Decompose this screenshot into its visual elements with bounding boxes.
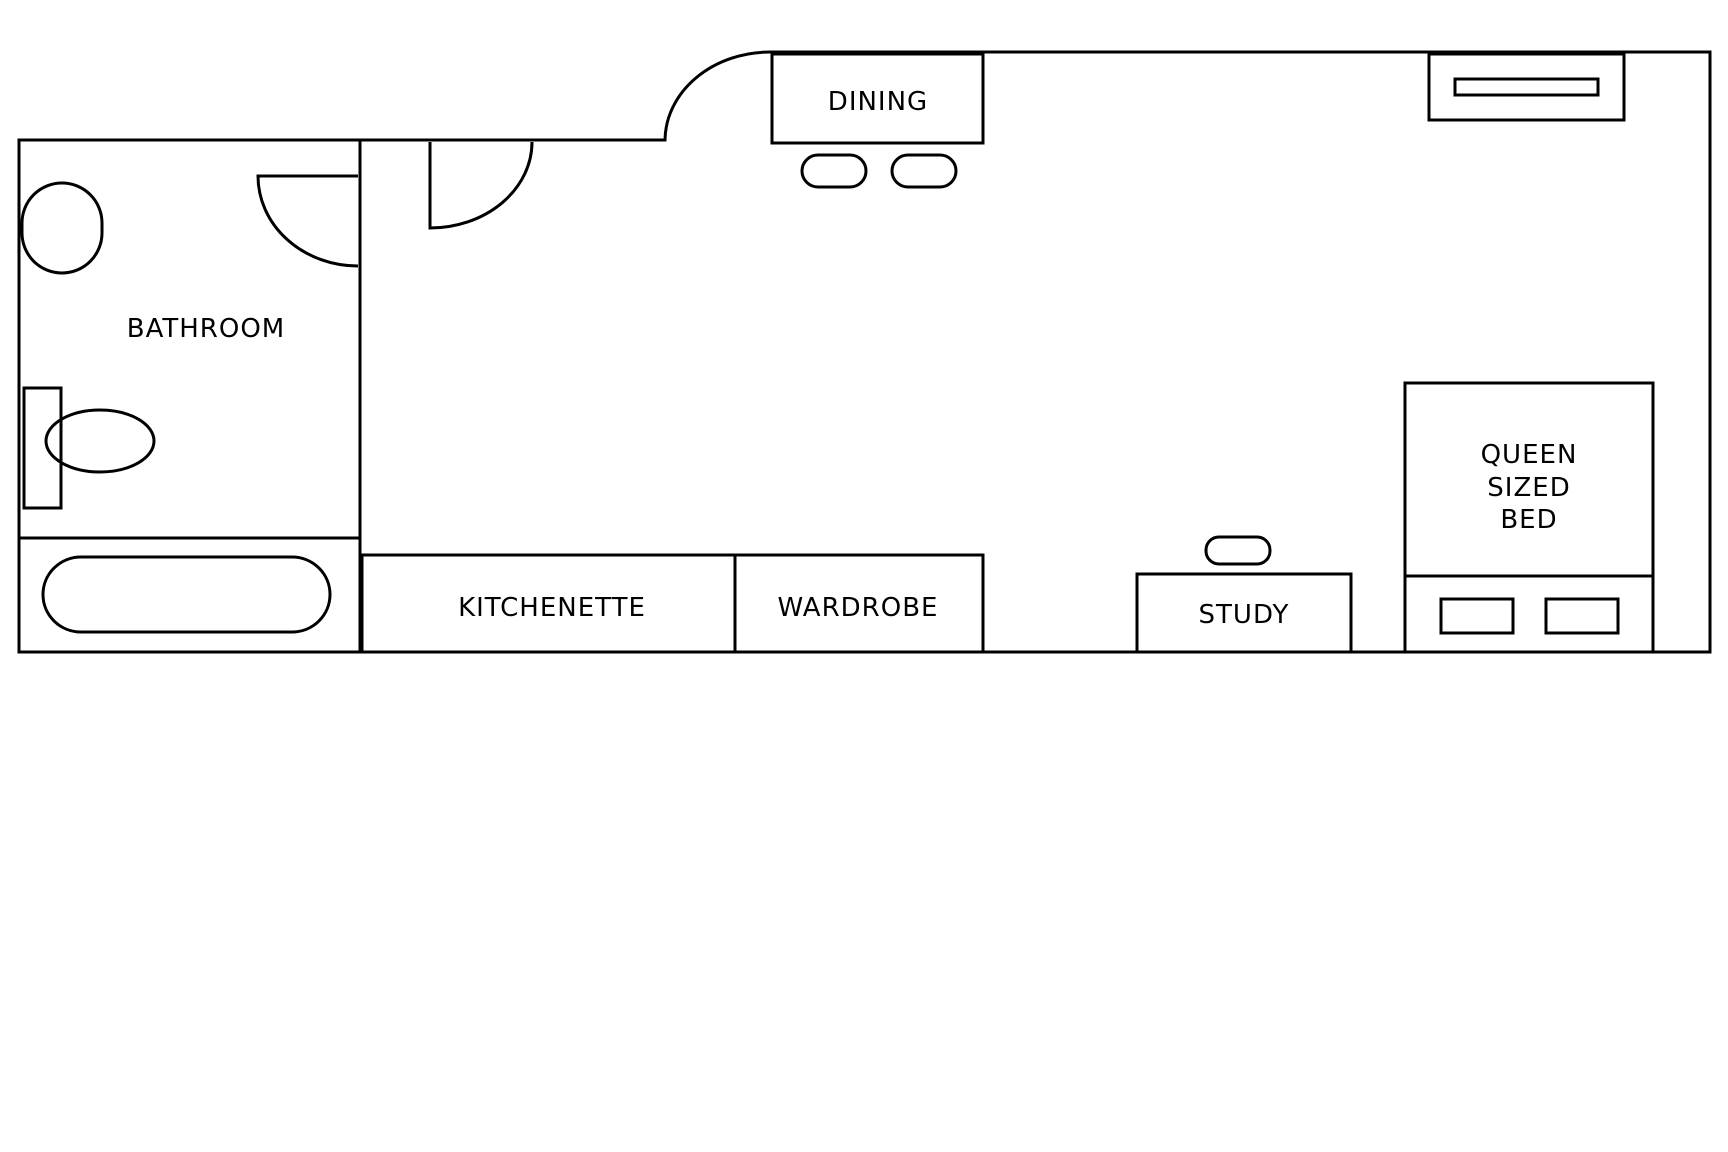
dining-chair-icon	[800, 153, 868, 189]
pillow-icon	[1544, 597, 1620, 635]
bathroom-label: BATHROOM	[127, 314, 285, 344]
queen-bed	[1403, 381, 1655, 654]
dining-table	[770, 52, 985, 145]
bed-label-line3: BED	[1500, 505, 1557, 535]
outer-wall	[17, 50, 1712, 654]
dining-label: DINING	[828, 87, 928, 117]
sink-icon	[20, 181, 104, 275]
pillow-icon	[1439, 597, 1515, 635]
bathtub-icon	[41, 555, 332, 634]
bed-label-line1: QUEEN	[1481, 440, 1578, 470]
wardrobe-unit	[733, 553, 985, 654]
tv-unit	[1427, 52, 1626, 122]
study-desk	[1135, 572, 1353, 654]
dining-chair-icon	[890, 153, 958, 189]
toilet-tank-icon	[22, 386, 63, 510]
bathroom-door-swing	[256, 174, 359, 268]
tv-icon	[1453, 77, 1600, 97]
bed-label-line2: SIZED	[1487, 473, 1570, 503]
study-chair-icon	[1204, 535, 1272, 566]
study-label: STUDY	[1199, 600, 1290, 630]
entrance-door-swing	[428, 141, 534, 230]
wardrobe-label: WARDROBE	[778, 593, 939, 623]
kitchenette-label: KITCHENETTE	[458, 593, 646, 623]
toilet-bowl-icon	[44, 408, 156, 474]
